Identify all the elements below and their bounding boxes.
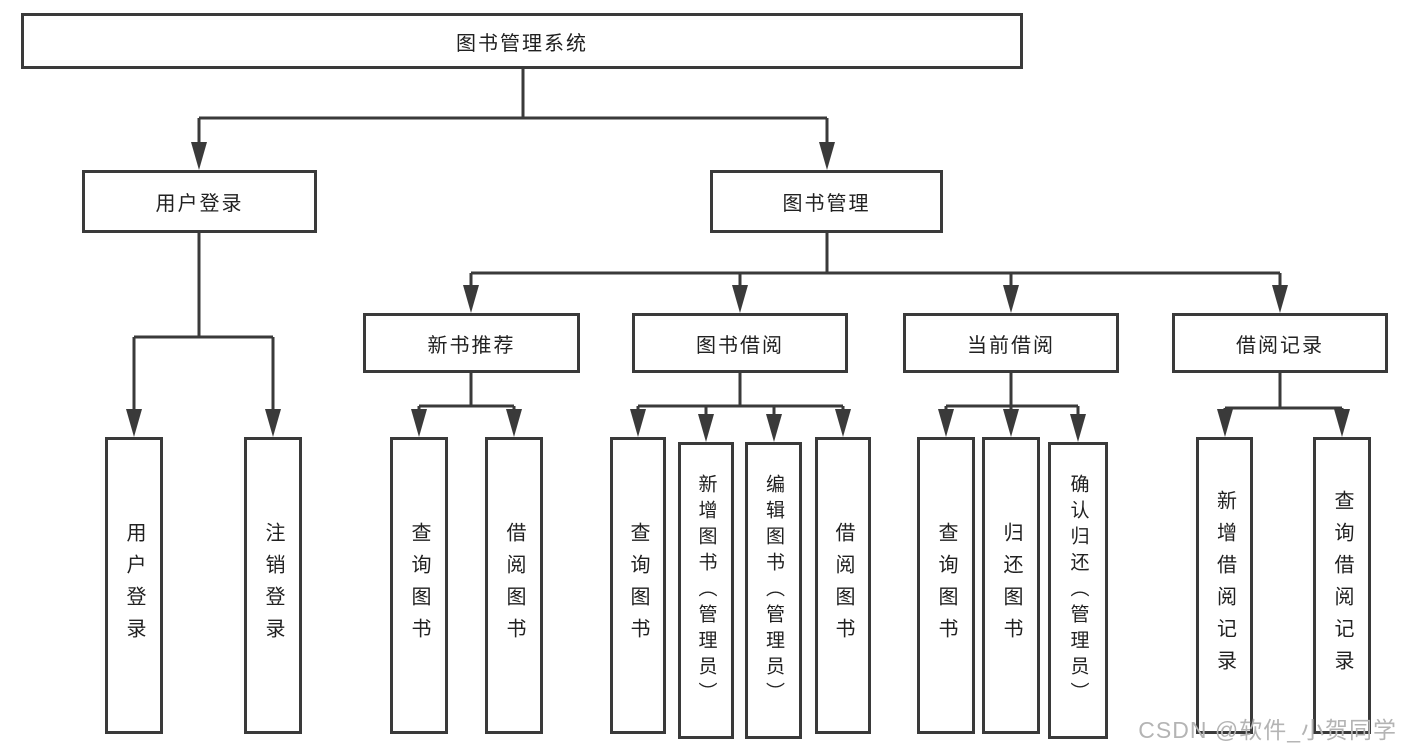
node-label: 新增借阅记录 [1213,489,1236,682]
node-label: 查询图书 [627,521,649,650]
node-root-system: 图书管理系统 [21,13,1023,69]
node-label: 查询图书 [408,521,430,650]
leaf-borrow-books-2: 借阅图书 [815,437,871,734]
node-label: 用户登录 [123,521,145,650]
node-book-borrow: 图书借阅 [632,313,848,373]
node-current-borrow: 当前借阅 [903,313,1119,373]
node-label: 图书管理系统 [456,32,588,55]
connector-root [191,69,835,170]
node-label: 图书借阅 [696,334,784,357]
leaf-edit-books-admin: 编辑图书（管理员） [745,442,802,739]
connector-new-book-recommend [411,373,522,437]
leaf-add-books-admin: 新增图书（管理员） [678,442,734,739]
connector-current-borrow [938,373,1086,442]
leaf-confirm-return-admin: 确认归还（管理员） [1048,442,1108,739]
connector-book-management [463,233,1288,313]
leaf-return-books: 归还图书 [982,437,1040,734]
connector-book-borrow [630,373,851,442]
node-label: 借阅图书 [832,521,854,650]
node-book-management-branch: 图书管理 [710,170,943,233]
node-label: 借阅记录 [1236,334,1324,357]
leaf-borrow-books-1: 借阅图书 [485,437,543,734]
node-label: 注销登录 [262,521,284,650]
connector-user-login [126,233,281,437]
node-new-book-recommend: 新书推荐 [363,313,580,373]
leaf-query-borrow-record: 查询借阅记录 [1313,437,1371,734]
node-label: 确认归还（管理员） [1067,473,1089,708]
node-borrow-records: 借阅记录 [1172,313,1388,373]
leaf-query-books-3: 查询图书 [917,437,975,734]
watermark: CSDN @软件_小贺同学 [1138,717,1397,743]
node-label: 当前借阅 [967,334,1055,357]
node-user-login-branch: 用户登录 [82,170,317,233]
leaf-query-books-2: 查询图书 [610,437,666,734]
node-label: 图书管理 [782,193,871,215]
node-label: 借阅图书 [503,521,525,650]
connector-borrow-records [1217,373,1350,437]
leaf-user-login: 用户登录 [105,437,163,734]
node-label: 查询借阅记录 [1331,489,1353,682]
node-label: 新书推荐 [427,334,516,357]
node-label: 新增图书（管理员） [695,473,717,708]
node-label: 查询图书 [935,521,957,650]
node-label: 用户登录 [155,193,244,215]
node-label: 编辑图书（管理员） [763,473,784,708]
node-label: 归还图书 [1000,521,1022,650]
leaf-add-borrow-record: 新增借阅记录 [1196,437,1253,734]
leaf-query-books-1: 查询图书 [390,437,448,734]
leaf-logout: 注销登录 [244,437,302,734]
